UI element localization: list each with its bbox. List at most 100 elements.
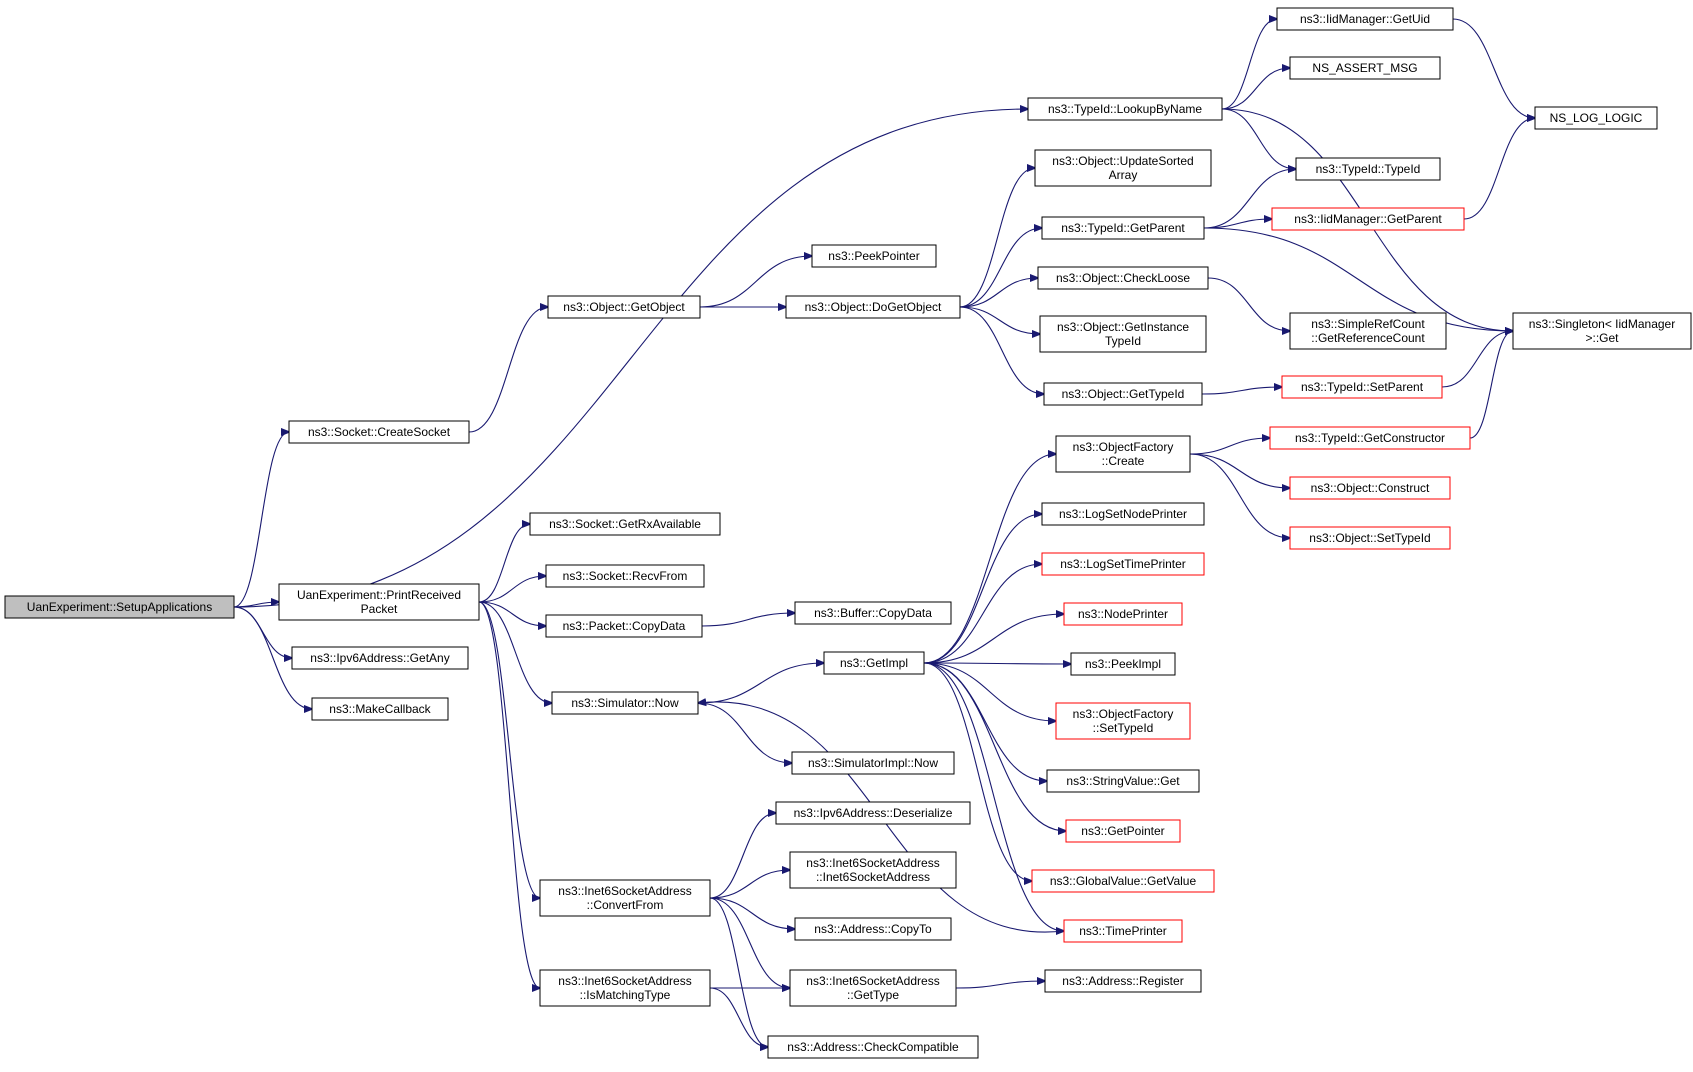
node-box-getinsttypeid[interactable] <box>1039 315 1207 353</box>
node-getpointer[interactable]: ns3::GetPointer <box>1065 819 1181 843</box>
node-box-ofcreate[interactable] <box>1055 435 1191 473</box>
node-getrxavail[interactable]: ns3::Socket::GetRxAvailable <box>529 512 721 536</box>
node-addrcopyto[interactable]: ns3::Address::CopyTo <box>794 917 952 941</box>
node-createsocket[interactable]: ns3::Socket::CreateSocket <box>288 420 470 444</box>
node-timeprinter[interactable]: ns3::TimePrinter <box>1063 919 1183 943</box>
node-convertfrom[interactable]: ns3::Inet6SocketAddress::ConvertFrom <box>539 879 711 917</box>
node-box-ismatching[interactable] <box>539 969 711 1007</box>
node-box-printrecv[interactable] <box>278 583 480 621</box>
node-inet6ctor[interactable]: ns3::Inet6SocketAddress::Inet6SocketAddr… <box>789 851 957 889</box>
node-peekpointer[interactable]: ns3::PeekPointer <box>811 244 937 268</box>
node-ipv6any[interactable]: ns3::Ipv6Address::GetAny <box>291 646 469 670</box>
node-box-objconstruct[interactable] <box>1289 476 1451 500</box>
node-getimpl[interactable]: ns3::GetImpl <box>823 651 925 675</box>
node-box-createsocket[interactable] <box>288 420 470 444</box>
node-peekimpl[interactable]: ns3::PeekImpl <box>1070 652 1176 676</box>
node-box-checkcompat[interactable] <box>767 1035 979 1059</box>
node-box-getpointer[interactable] <box>1065 819 1181 843</box>
node-box-pktcopydata[interactable] <box>545 614 703 638</box>
node-nsloglogic[interactable]: NS_LOG_LOGIC <box>1534 106 1658 130</box>
node-singletonget[interactable]: ns3::Singleton< IidManager>::Get <box>1512 312 1692 350</box>
node-objconstruct[interactable]: ns3::Object::Construct <box>1289 476 1451 500</box>
node-nsassert[interactable]: NS_ASSERT_MSG <box>1289 56 1441 80</box>
node-typeidgetparent[interactable]: ns3::TypeId::GetParent <box>1041 216 1205 240</box>
node-box-stringvalget[interactable] <box>1046 769 1200 793</box>
node-ismatching[interactable]: ns3::Inet6SocketAddress::IsMatchingType <box>539 969 711 1007</box>
node-lognodeprinter[interactable]: ns3::LogSetNodePrinter <box>1041 502 1205 526</box>
node-box-objgettypeid[interactable] <box>1043 382 1203 406</box>
node-box-getrxavail[interactable] <box>529 512 721 536</box>
node-logtimeprinter[interactable]: ns3::LogSetTimePrinter <box>1041 552 1205 576</box>
node-box-typeidsetparent[interactable] <box>1281 375 1443 399</box>
node-simimplnow[interactable]: ns3::SimulatorImpl::Now <box>791 751 955 775</box>
node-lookupbyname[interactable]: ns3::TypeId::LookupByName <box>1027 97 1223 121</box>
node-box-addrcopyto[interactable] <box>794 917 952 941</box>
node-box-addrregister[interactable] <box>1044 969 1202 993</box>
node-box-typeidctor[interactable] <box>1295 157 1441 181</box>
node-box-lookupbyname[interactable] <box>1027 97 1223 121</box>
node-inet6gettype[interactable]: ns3::Inet6SocketAddress::GetType <box>789 969 957 1007</box>
node-box-getobject[interactable] <box>547 295 701 319</box>
node-recvfrom[interactable]: ns3::Socket::RecvFrom <box>545 564 705 588</box>
node-box-checkloose[interactable] <box>1037 266 1209 290</box>
node-box-getimpl[interactable] <box>823 651 925 675</box>
node-objgettypeid[interactable]: ns3::Object::GetTypeId <box>1043 382 1203 406</box>
node-box-logtimeprinter[interactable] <box>1041 552 1205 576</box>
node-checkcompat[interactable]: ns3::Address::CheckCompatible <box>767 1035 979 1059</box>
node-box-objsettypeid[interactable] <box>1289 526 1451 550</box>
node-typeidsetparent[interactable]: ns3::TypeId::SetParent <box>1281 375 1443 399</box>
node-box-setup[interactable] <box>4 595 235 619</box>
node-box-nsloglogic[interactable] <box>1534 106 1658 130</box>
node-dogetobject[interactable]: ns3::Object::DoGetObject <box>785 295 961 319</box>
node-box-timeprinter[interactable] <box>1063 919 1183 943</box>
node-box-iidgetuid[interactable] <box>1276 7 1454 31</box>
node-box-singletonget[interactable] <box>1512 312 1692 350</box>
node-simplerefcount[interactable]: ns3::SimpleRefCount::GetReferenceCount <box>1289 312 1447 350</box>
node-box-dogetobject[interactable] <box>785 295 961 319</box>
node-getconstructor[interactable]: ns3::TypeId::GetConstructor <box>1269 426 1471 450</box>
node-globalgetvalue[interactable]: ns3::GlobalValue::GetValue <box>1031 869 1215 893</box>
node-box-bufcopydata[interactable] <box>794 601 952 625</box>
node-box-typeidgetparent[interactable] <box>1041 216 1205 240</box>
node-box-peekimpl[interactable] <box>1070 652 1176 676</box>
node-box-getconstructor[interactable] <box>1269 426 1471 450</box>
node-box-iidgetparent[interactable] <box>1271 207 1465 231</box>
node-bufcopydata[interactable]: ns3::Buffer::CopyData <box>794 601 952 625</box>
node-box-makecallback[interactable] <box>311 697 449 721</box>
node-iidgetuid[interactable]: ns3::IidManager::GetUid <box>1276 7 1454 31</box>
node-typeidctor[interactable]: ns3::TypeId::TypeId <box>1295 157 1441 181</box>
node-box-inet6gettype[interactable] <box>789 969 957 1007</box>
node-box-ipv6deser[interactable] <box>775 801 971 825</box>
node-box-updatesorted[interactable] <box>1034 149 1212 187</box>
node-setup[interactable]: UanExperiment::SetupApplications <box>4 595 235 619</box>
node-box-ofsettypeid[interactable] <box>1055 702 1191 740</box>
node-box-convertfrom[interactable] <box>539 879 711 917</box>
node-box-nodeprinter[interactable] <box>1063 602 1183 626</box>
node-ofsettypeid[interactable]: ns3::ObjectFactory::SetTypeId <box>1055 702 1191 740</box>
node-box-simplerefcount[interactable] <box>1289 312 1447 350</box>
node-nodeprinter[interactable]: ns3::NodePrinter <box>1063 602 1183 626</box>
node-box-simimplnow[interactable] <box>791 751 955 775</box>
node-box-simnow[interactable] <box>551 691 699 715</box>
node-box-inet6ctor[interactable] <box>789 851 957 889</box>
node-box-nsassert[interactable] <box>1289 56 1441 80</box>
node-box-peekpointer[interactable] <box>811 244 937 268</box>
node-box-lognodeprinter[interactable] <box>1041 502 1205 526</box>
node-simnow[interactable]: ns3::Simulator::Now <box>551 691 699 715</box>
node-iidgetparent[interactable]: ns3::IidManager::GetParent <box>1271 207 1465 231</box>
node-pktcopydata[interactable]: ns3::Packet::CopyData <box>545 614 703 638</box>
node-ipv6deser[interactable]: ns3::Ipv6Address::Deserialize <box>775 801 971 825</box>
node-box-recvfrom[interactable] <box>545 564 705 588</box>
node-ofcreate[interactable]: ns3::ObjectFactory::Create <box>1055 435 1191 473</box>
node-getobject[interactable]: ns3::Object::GetObject <box>547 295 701 319</box>
node-box-globalgetvalue[interactable] <box>1031 869 1215 893</box>
node-box-ipv6any[interactable] <box>291 646 469 670</box>
node-addrregister[interactable]: ns3::Address::Register <box>1044 969 1202 993</box>
node-stringvalget[interactable]: ns3::StringValue::Get <box>1046 769 1200 793</box>
node-makecallback[interactable]: ns3::MakeCallback <box>311 697 449 721</box>
node-objsettypeid[interactable]: ns3::Object::SetTypeId <box>1289 526 1451 550</box>
node-checkloose[interactable]: ns3::Object::CheckLoose <box>1037 266 1209 290</box>
